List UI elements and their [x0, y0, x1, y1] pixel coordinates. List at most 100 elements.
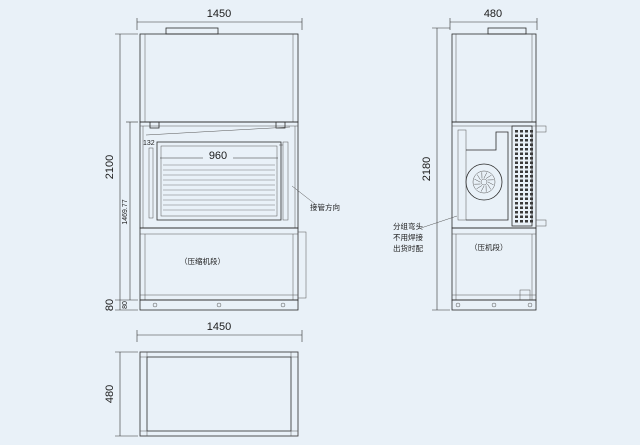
coil-fin: [530, 170, 533, 173]
front-upper-cabinet: [139, 33, 299, 123]
side-compressor-label: （压机段）: [470, 242, 508, 252]
front-compressor-label: （压缩机段）: [180, 256, 225, 266]
coil-fin: [520, 193, 523, 196]
side-upper-cabinet: [451, 33, 537, 123]
coil-fin: [525, 179, 528, 182]
fan-blades: [474, 172, 494, 192]
coil-fin: [515, 184, 518, 187]
coil-fin: [530, 166, 533, 169]
coil-fin: [515, 175, 518, 178]
front-grille: [156, 141, 282, 221]
coil-fin: [520, 152, 523, 155]
grille-small-label: 132: [143, 140, 155, 147]
fan-wheel: [465, 163, 503, 201]
top-width-dimension: 1450: [136, 321, 303, 342]
grille-width-label: 960: [209, 150, 227, 162]
coil-fin: [520, 170, 523, 173]
front-top-collar: [165, 27, 219, 35]
coil-fin: [515, 206, 518, 209]
side-width-dimension: 480: [449, 8, 538, 30]
pipe-direction-label: 接管方向: [310, 202, 340, 212]
coil-fin: [525, 130, 528, 133]
coil-fin: [530, 188, 533, 191]
coil-fin: [525, 175, 528, 178]
coil-fins: [515, 130, 533, 223]
coil-fin: [520, 202, 523, 205]
coil-fin: [530, 161, 533, 164]
coil-fin: [515, 148, 518, 151]
base-height-label: 80: [104, 299, 116, 311]
coil-fin: [525, 197, 528, 200]
coil-fin: [530, 152, 533, 155]
coil-fin: [525, 152, 528, 155]
coil-fin: [520, 175, 523, 178]
side-height-dimension: 2180: [421, 27, 450, 311]
fan-blade: [480, 185, 485, 192]
fan-blade: [476, 185, 483, 190]
coil-fin: [525, 193, 528, 196]
coil-fin: [515, 152, 518, 155]
coil-fin: [520, 215, 523, 218]
top-inner-frame: [146, 356, 292, 432]
coil-fin: [520, 211, 523, 214]
side-view: 480 （压机段）: [393, 8, 547, 311]
front-width-dimension: 1450: [136, 8, 303, 30]
coil-fin: [530, 148, 533, 151]
coil-fin: [515, 220, 518, 223]
coil-fin: [515, 130, 518, 133]
side-top-collar: [487, 27, 527, 35]
coil-fin: [525, 220, 528, 223]
coil-fin: [530, 193, 533, 196]
coil-fin: [530, 215, 533, 218]
fan-blade: [483, 172, 488, 179]
fan-blade: [474, 178, 481, 183]
side-width-label: 480: [484, 8, 502, 20]
coil-fin: [525, 134, 528, 137]
coil-fin: [525, 202, 528, 205]
top-view: 1450 480: [104, 321, 303, 437]
elbow-note-line3: 出货时配: [393, 243, 423, 253]
coil-fin: [525, 143, 528, 146]
coil-fin: [525, 211, 528, 214]
coil-fin: [525, 184, 528, 187]
coil-height-label: 1469.77: [122, 199, 129, 224]
side-base: [451, 299, 537, 311]
coil-fin: [520, 148, 523, 151]
coil-fin: [520, 161, 523, 164]
fan-housing: [466, 131, 509, 221]
coil-fin: [530, 184, 533, 187]
coil-fin: [525, 166, 528, 169]
coil-fin: [515, 188, 518, 191]
coil-fin: [525, 161, 528, 164]
grille-slats: [163, 164, 275, 211]
coil-fin: [530, 197, 533, 200]
top-outer-frame: [139, 351, 299, 437]
coil-fin: [515, 134, 518, 137]
coil-fin: [530, 143, 533, 146]
side-compressor-section: [451, 227, 537, 301]
coil-fin: [525, 215, 528, 218]
fan-blade: [476, 174, 481, 181]
coil-fin: [515, 161, 518, 164]
coil-fin: [520, 166, 523, 169]
coil-fin: [520, 188, 523, 191]
front-view: 1450 960 132: [104, 8, 340, 311]
coil-fin: [515, 139, 518, 142]
coil-fin: [520, 206, 523, 209]
coil-fin: [515, 197, 518, 200]
coil-fin: [530, 202, 533, 205]
coil-fin: [515, 157, 518, 160]
fan-blade: [487, 183, 492, 190]
coil-fin: [520, 157, 523, 160]
coil-fin: [530, 179, 533, 182]
coil-fin: [530, 175, 533, 178]
front-height-label: 2100: [104, 155, 116, 179]
coil-fin: [515, 215, 518, 218]
coil-fin: [525, 157, 528, 160]
coil-fin: [520, 220, 523, 223]
coil-fin: [520, 134, 523, 137]
coil-fin: [520, 197, 523, 200]
coil-fin: [525, 170, 528, 173]
grille-width-dimension: 960: [160, 148, 278, 162]
